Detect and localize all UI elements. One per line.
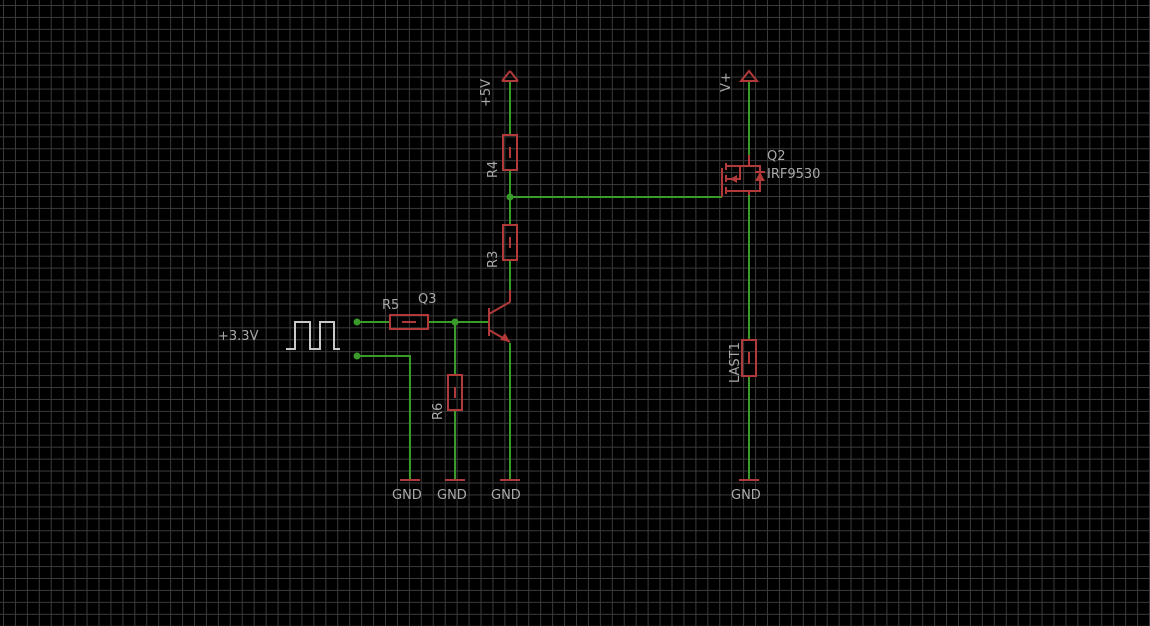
mosfet-q2[interactable] [721,155,765,197]
label-gnd-2: GND [437,488,467,503]
label-q3: Q3 [418,292,437,307]
label-gnd-1: GND [392,488,422,503]
label-r3: R3 [486,251,501,268]
junction-gate-node [506,193,514,201]
wire-in-gnd [357,355,411,480]
wires [357,80,750,480]
label-source: +3.3V [218,329,259,344]
label-last1: LAST1 [728,342,743,383]
label-gnd-4: GND [731,488,761,503]
junction-base-node [451,318,459,326]
label-plus5v: +5V [479,79,494,107]
resistor-r4[interactable] [502,134,518,171]
label-r6: R6 [431,403,446,420]
load-last1[interactable] [741,339,757,377]
supply-5v-arrow[interactable] [501,70,519,82]
transistor-q3[interactable] [488,290,511,343]
junctions [353,193,514,360]
resistor-r5[interactable] [389,314,429,330]
labels: +5V V+ R4 R3 R6 LAST1 R5 Q3 Q2 IRF9530 +… [218,72,820,503]
supply-vplus-arrow[interactable] [738,69,760,82]
label-q2: Q2 [767,149,786,164]
junction-input-top [353,318,361,326]
label-r4: R4 [486,161,501,178]
resistor-r6[interactable] [447,374,463,411]
resistor-r3[interactable] [502,224,518,261]
label-gnd-3: GND [491,488,521,503]
label-vplus: V+ [719,72,734,92]
pulse-source-icon[interactable] [286,321,340,350]
label-r5: R5 [382,298,399,313]
label-irf9530: IRF9530 [767,167,820,182]
junction-input-bottom [353,352,361,360]
